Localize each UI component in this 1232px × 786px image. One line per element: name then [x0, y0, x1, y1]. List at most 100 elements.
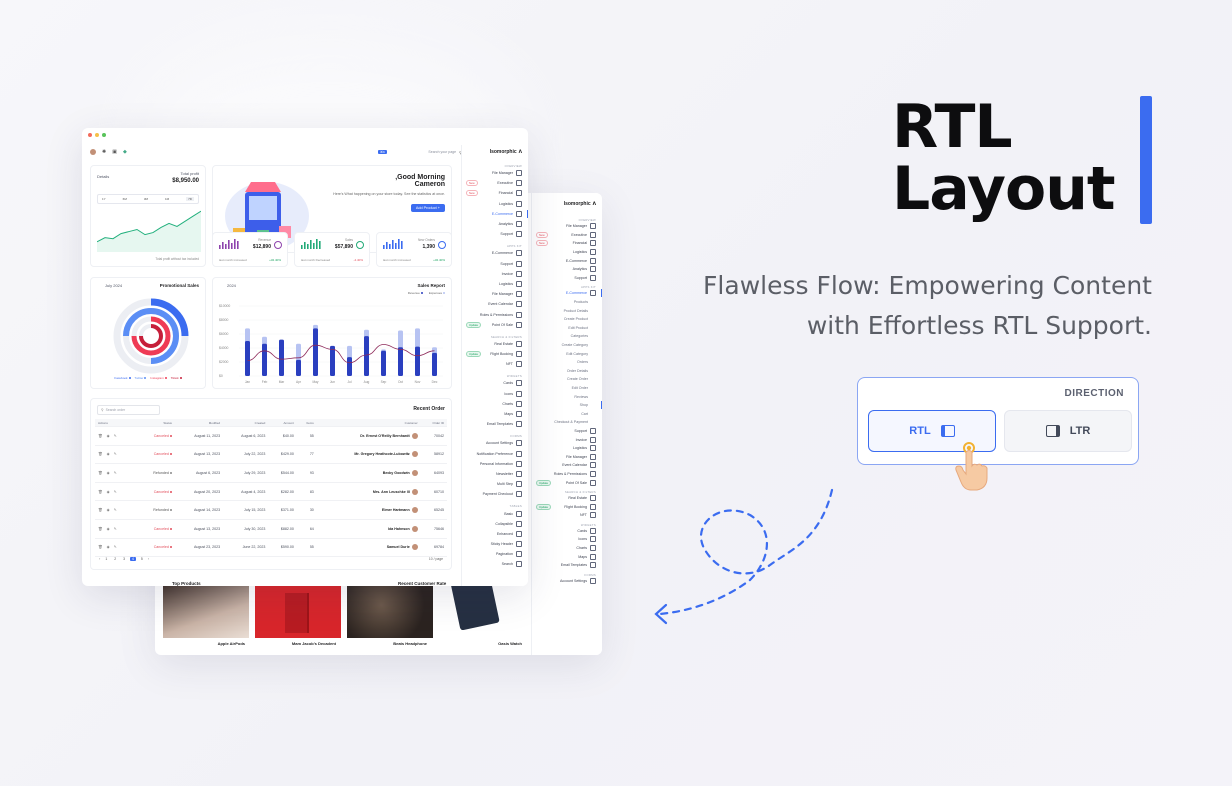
edit-icon[interactable]: ✎ — [113, 526, 117, 531]
sidebar-item[interactable]: Invoice — [462, 269, 528, 279]
sidebar-item[interactable]: Support — [462, 229, 528, 239]
column-header[interactable]: Status — [138, 419, 175, 427]
search-bar[interactable]: ⌘K Search your page ⚲ — [378, 149, 462, 156]
sidebar-item[interactable]: Logistics — [462, 279, 528, 289]
sidebar-item[interactable]: Cards — [532, 527, 602, 536]
sidebar-item[interactable]: E-Commerce — [462, 248, 528, 258]
sidebar-item[interactable]: Pagination — [462, 549, 528, 559]
rtl-button[interactable]: RTL — [868, 410, 996, 452]
sidebar-item[interactable]: Icons — [462, 389, 528, 399]
range-tab[interactable]: 3M — [143, 197, 148, 201]
sidebar-item[interactable]: Categories — [532, 332, 602, 341]
messages-icon[interactable]: ▣ — [112, 149, 117, 155]
sidebar-item[interactable]: Charts — [532, 544, 602, 553]
sidebar-item[interactable]: E-Commerce — [532, 289, 602, 298]
edit-icon[interactable]: ✎ — [113, 489, 117, 494]
view-icon[interactable]: ◉ — [106, 452, 110, 457]
column-header[interactable]: Modified — [174, 419, 224, 427]
view-icon[interactable]: ◉ — [106, 545, 110, 550]
sidebar-item[interactable]: Payment Checkout — [462, 489, 528, 499]
sidebar-item[interactable]: File Manager — [532, 222, 602, 231]
delete-icon[interactable]: 🗑 — [98, 545, 103, 550]
sidebar-item[interactable]: Orders — [532, 358, 602, 367]
view-icon[interactable]: ◉ — [106, 526, 110, 531]
sidebar-item[interactable]: File Manager — [462, 168, 528, 178]
sidebar-item[interactable]: NFT — [532, 511, 602, 520]
sidebar-item[interactable]: Support — [532, 274, 602, 283]
sidebar-item[interactable]: NFT — [462, 359, 528, 369]
sidebar-item[interactable]: Personal Information — [462, 459, 528, 469]
edit-icon[interactable]: ✎ — [113, 508, 117, 513]
sidebar-item[interactable]: File Manager — [532, 452, 602, 461]
sidebar-item[interactable]: Roles & Permissions — [462, 309, 528, 319]
range-tab[interactable]: 1Y — [102, 197, 106, 201]
delete-icon[interactable]: 🗑 — [98, 508, 103, 513]
close-dot[interactable] — [88, 133, 92, 137]
sidebar-item[interactable]: Checkout & Payment — [532, 418, 602, 427]
sidebar-item[interactable]: Charts — [462, 399, 528, 409]
maximize-dot[interactable] — [102, 133, 106, 137]
column-header[interactable]: Actions — [95, 419, 139, 427]
page-button[interactable]: 2 — [114, 556, 117, 561]
ltr-button[interactable]: LTR — [1004, 410, 1132, 452]
sidebar-item[interactable]: Logistics — [532, 248, 602, 257]
sidebar-item[interactable]: Create Order — [532, 375, 602, 384]
view-icon[interactable]: ◉ — [106, 508, 110, 513]
next-page-icon[interactable]: › — [147, 556, 150, 561]
sidebar-item[interactable]: Cart — [532, 409, 602, 418]
sidebar-item[interactable]: Edit Product — [532, 324, 602, 333]
column-header[interactable]: Items — [296, 419, 317, 427]
product-card-2[interactable] — [255, 583, 341, 638]
sidebar-item[interactable]: Basic — [462, 508, 528, 518]
sidebar-item[interactable]: Cards — [462, 378, 528, 388]
sidebar-item[interactable]: Email Templates — [462, 419, 528, 429]
edit-icon[interactable]: ✎ — [113, 452, 117, 457]
sidebar-item[interactable]: Analytics — [462, 219, 528, 229]
sidebar-item[interactable]: Create Category — [532, 341, 602, 350]
sidebar-item[interactable]: Analytics — [532, 265, 602, 274]
delete-icon[interactable]: 🗑 — [98, 452, 103, 457]
sidebar-item[interactable]: Enhanced — [462, 529, 528, 539]
column-header[interactable]: Order ID — [420, 419, 447, 427]
column-header[interactable]: Amount — [268, 419, 297, 427]
product-card-1[interactable] — [163, 583, 249, 638]
sidebar-item[interactable]: Roles & Permissions — [532, 470, 602, 479]
sidebar-item[interactable]: Maps — [532, 552, 602, 561]
sidebar-item[interactable]: Logistics — [532, 444, 602, 453]
delete-icon[interactable]: 🗑 — [98, 489, 103, 494]
sidebar-item[interactable]: Account Settings — [532, 577, 602, 586]
sidebar-item[interactable]: Product Details — [532, 306, 602, 315]
sidebar-item[interactable]: Multi Step — [462, 479, 528, 489]
sidebar-item[interactable]: Support — [462, 259, 528, 269]
sidebar-item[interactable]: Reviews — [532, 392, 602, 401]
page-button[interactable]: 3 — [123, 556, 126, 561]
prev-page-icon[interactable]: ‹ — [99, 556, 101, 561]
sidebar-item[interactable]: Edit Order — [532, 384, 602, 393]
settings-icon[interactable]: ✺ — [102, 149, 107, 155]
product-card-3[interactable] — [347, 583, 433, 638]
per-page-select[interactable]: 10 / page — [428, 557, 443, 561]
sidebar-item[interactable]: Real Estate — [532, 494, 602, 503]
range-tab[interactable]: 7D — [186, 197, 194, 201]
sidebar-item[interactable]: Products — [532, 298, 602, 307]
sidebar-item[interactable]: E-Commerce — [462, 209, 528, 219]
sidebar-item[interactable]: Real Estate — [462, 339, 528, 349]
edit-icon[interactable]: ✎ — [113, 545, 117, 550]
delete-icon[interactable]: 🗑 — [98, 433, 103, 438]
sidebar-item[interactable]: Edit Category — [532, 349, 602, 358]
page-button[interactable]: 1 — [105, 556, 108, 561]
range-tab[interactable]: 6M — [122, 197, 127, 201]
page-button[interactable]: 5 — [140, 556, 143, 561]
sidebar-item[interactable]: Event Calendar — [462, 299, 528, 309]
range-tab[interactable]: 1M — [164, 197, 170, 201]
